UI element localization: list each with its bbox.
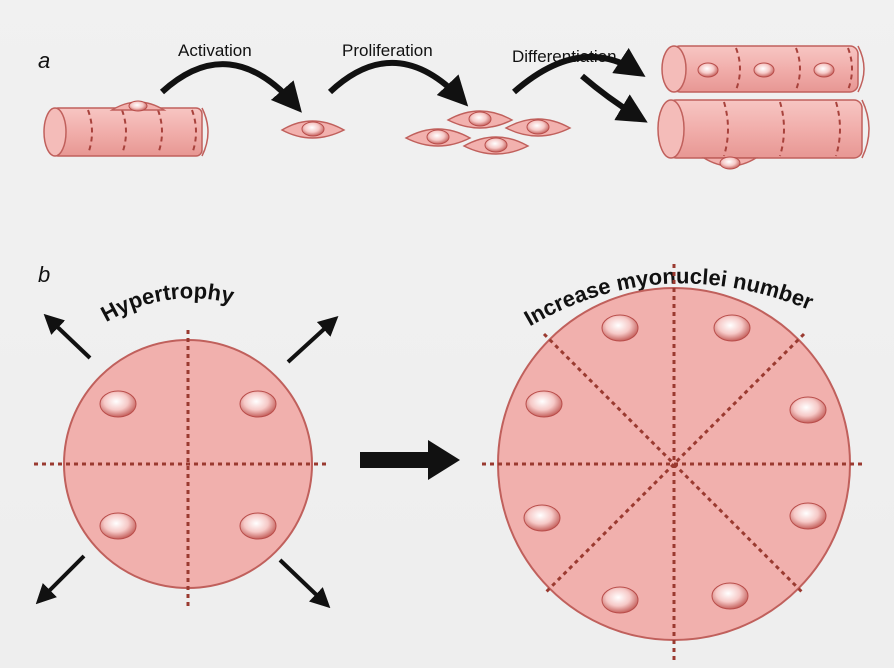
curved-arrow-icon (327, 59, 469, 107)
step-label-proliferation: Proliferation (342, 41, 433, 60)
muscle-fiber-initial (43, 107, 209, 157)
panel-a-letter: a (38, 48, 50, 73)
curved-arrow-icon (580, 73, 648, 123)
curved-arrow-icon (512, 47, 646, 95)
step-label-differentiation: Differentiation (512, 47, 617, 66)
fiber-cross-section-small (34, 330, 330, 610)
fiber-cross-section-large (482, 264, 862, 662)
transition-arrow-icon (360, 440, 460, 480)
curved-arrow-icon (159, 61, 302, 113)
proliferated-cells (404, 110, 572, 155)
expand-arrow-icon (43, 313, 92, 360)
satellite-cell (109, 100, 167, 112)
expand-arrow-icon (286, 315, 339, 364)
new-muscle-fiber (661, 45, 865, 93)
expand-arrow-icon (278, 558, 331, 609)
satellite-cell (701, 156, 759, 170)
activated-cell (280, 120, 346, 139)
step-label-activation: Activation (178, 41, 252, 60)
expand-arrow-icon (35, 554, 86, 605)
existing-muscle-fiber (657, 99, 870, 159)
panel-b-letter: b (38, 262, 50, 287)
